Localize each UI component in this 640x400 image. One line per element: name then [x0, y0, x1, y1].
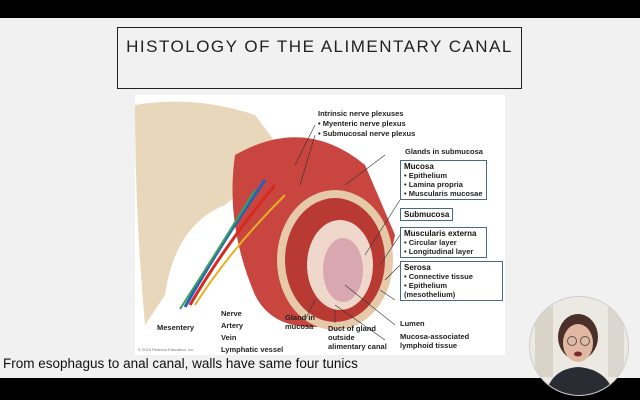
alimentary-canal-figure: Intrinsic nerve plexuses • Myenteric ner… — [135, 95, 505, 355]
lumen-label: Lumen — [400, 319, 425, 328]
lumen-shape — [323, 238, 363, 302]
muscularis-mucosae-label: • Muscularis mucosae — [404, 189, 483, 198]
connective-tissue-label: • Connective tissue — [404, 272, 473, 281]
circular-layer-label: • Circular layer — [404, 238, 457, 247]
artery-label: Artery — [221, 321, 244, 330]
myenteric-label: • Myenteric nerve plexus — [318, 119, 406, 128]
lamina-propria-label: • Lamina propria — [404, 180, 463, 189]
submucosal-plexus-label: • Submucosal nerve plexus — [318, 129, 416, 138]
presenter-webcam — [529, 296, 629, 396]
lymphatic-label: Lymphatic vessel — [221, 345, 284, 354]
gland-mucosa-label: Gland in mucosa — [285, 313, 315, 331]
nerve-shape — [194, 194, 286, 306]
presenter-avatar — [530, 297, 628, 395]
longitudinal-layer-label: • Longitudinal layer — [404, 247, 474, 256]
vein-shape — [183, 179, 267, 308]
canal-illustration — [135, 101, 401, 341]
lymph-shape — [179, 189, 256, 310]
mucosa-box: Mucosa • Epithelium • Lamina propria • M… — [400, 160, 487, 200]
muscularis-box: Muscularis externa • Circular layer • Lo… — [400, 227, 487, 258]
artery-shape — [188, 184, 277, 306]
serosa-heading: Serosa — [404, 263, 431, 272]
malt-label: Mucosa-associated lymphoid tissue — [400, 332, 470, 350]
intrinsic-plexus-heading: Intrinsic nerve plexuses — [318, 109, 404, 118]
mesothelium-label: • Epithelium (mesothelium) — [404, 281, 456, 299]
epithelium-label: • Epithelium — [404, 171, 448, 180]
slide-title: HISTOLOGY OF THE ALIMENTARY CANAL — [117, 27, 522, 89]
copyright: © 2016 Pearson Education, Inc. — [138, 347, 195, 352]
mucosa-heading: Mucosa — [404, 162, 434, 171]
serosa-box: Serosa • Connective tissue • Epithelium … — [400, 261, 503, 301]
slide-caption: From esophagus to anal canal, walls have… — [3, 356, 358, 371]
nerve-label: Nerve — [221, 309, 242, 318]
top-letterbox — [0, 0, 640, 18]
mesentery-label: Mesentery — [157, 323, 195, 332]
glands-submucosa-label: Glands in submucosa — [405, 147, 483, 156]
slide: HISTOLOGY OF THE ALIMENTARY CANAL Intrin… — [0, 18, 640, 378]
submucosa-box: Submucosa — [400, 208, 454, 221]
vein-label: Vein — [221, 333, 237, 342]
muscularis-heading: Muscularis externa — [404, 229, 477, 238]
submucosa-heading: Submucosa — [404, 210, 450, 219]
leader-lines — [294, 124, 401, 341]
duct-label: Duct of gland outside alimentary canal — [328, 324, 387, 351]
bottom-letterbox — [0, 378, 640, 400]
